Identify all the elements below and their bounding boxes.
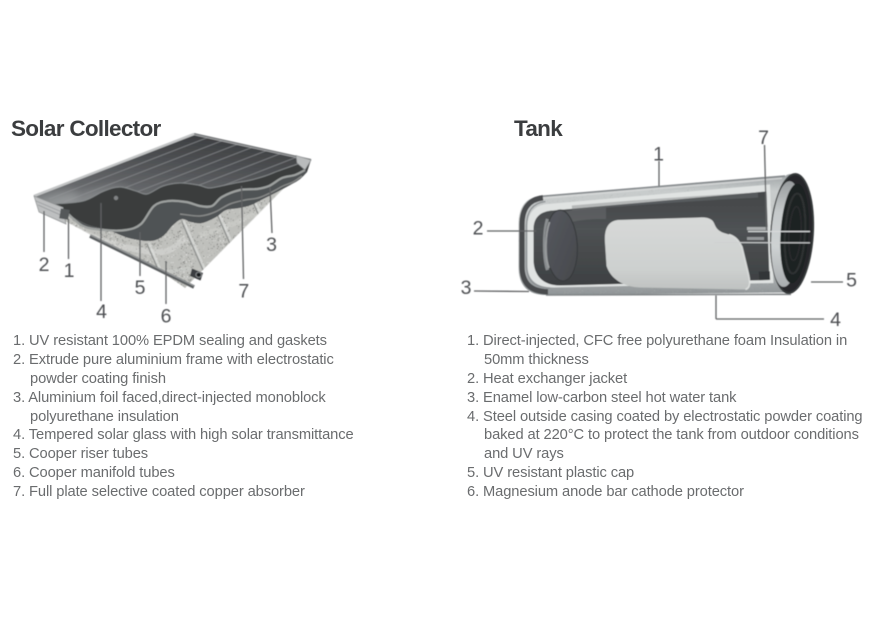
svg-text:1: 1 — [653, 144, 664, 166]
svg-text:5: 5 — [846, 270, 857, 292]
svg-text:4: 4 — [830, 309, 841, 331]
svg-text:3: 3 — [266, 234, 277, 256]
svg-text:7: 7 — [238, 281, 249, 303]
svg-text:4: 4 — [96, 301, 107, 323]
svg-text:6: 6 — [161, 306, 172, 328]
svg-text:2: 2 — [39, 254, 50, 276]
svg-text:3: 3 — [461, 277, 472, 299]
svg-text:7: 7 — [758, 127, 769, 149]
svg-text:2: 2 — [473, 218, 484, 240]
svg-text:5: 5 — [135, 277, 146, 299]
svg-text:1: 1 — [64, 260, 75, 282]
